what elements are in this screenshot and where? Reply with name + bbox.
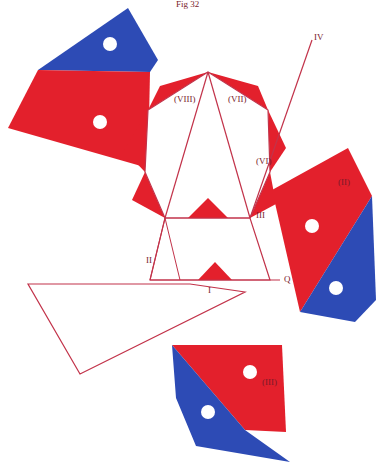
inner-line bbox=[150, 218, 165, 280]
inner-line bbox=[165, 72, 208, 218]
piece-label: (III) bbox=[262, 378, 277, 387]
figure-number: Fig 32 bbox=[176, 0, 199, 9]
pentagon bbox=[145, 72, 270, 218]
hole bbox=[329, 281, 343, 295]
inner-line bbox=[165, 218, 180, 280]
piece-label: (VIII) bbox=[174, 95, 196, 104]
hole bbox=[103, 37, 117, 51]
hole bbox=[93, 115, 107, 129]
square bbox=[150, 218, 270, 280]
hole bbox=[305, 219, 319, 233]
blue-piece bbox=[172, 345, 290, 462]
piece-label: Q bbox=[284, 275, 291, 284]
red-tooth bbox=[124, 110, 148, 172]
inner-line bbox=[208, 72, 250, 218]
blue-piece bbox=[38, 8, 158, 72]
red-triangle bbox=[198, 262, 232, 280]
piece-label: II bbox=[146, 256, 152, 265]
red-triangle bbox=[188, 198, 228, 218]
piece-label: IV bbox=[314, 33, 324, 42]
piece-label: III bbox=[256, 211, 265, 220]
piece-label: (II) bbox=[338, 178, 350, 187]
hole bbox=[243, 365, 257, 379]
piece-label: (VII) bbox=[228, 95, 247, 104]
piece-label: (VI) bbox=[256, 157, 272, 166]
blue-piece bbox=[300, 196, 376, 322]
hole bbox=[201, 405, 215, 419]
line-q bbox=[150, 279, 280, 280]
piece-label: I bbox=[208, 286, 211, 295]
